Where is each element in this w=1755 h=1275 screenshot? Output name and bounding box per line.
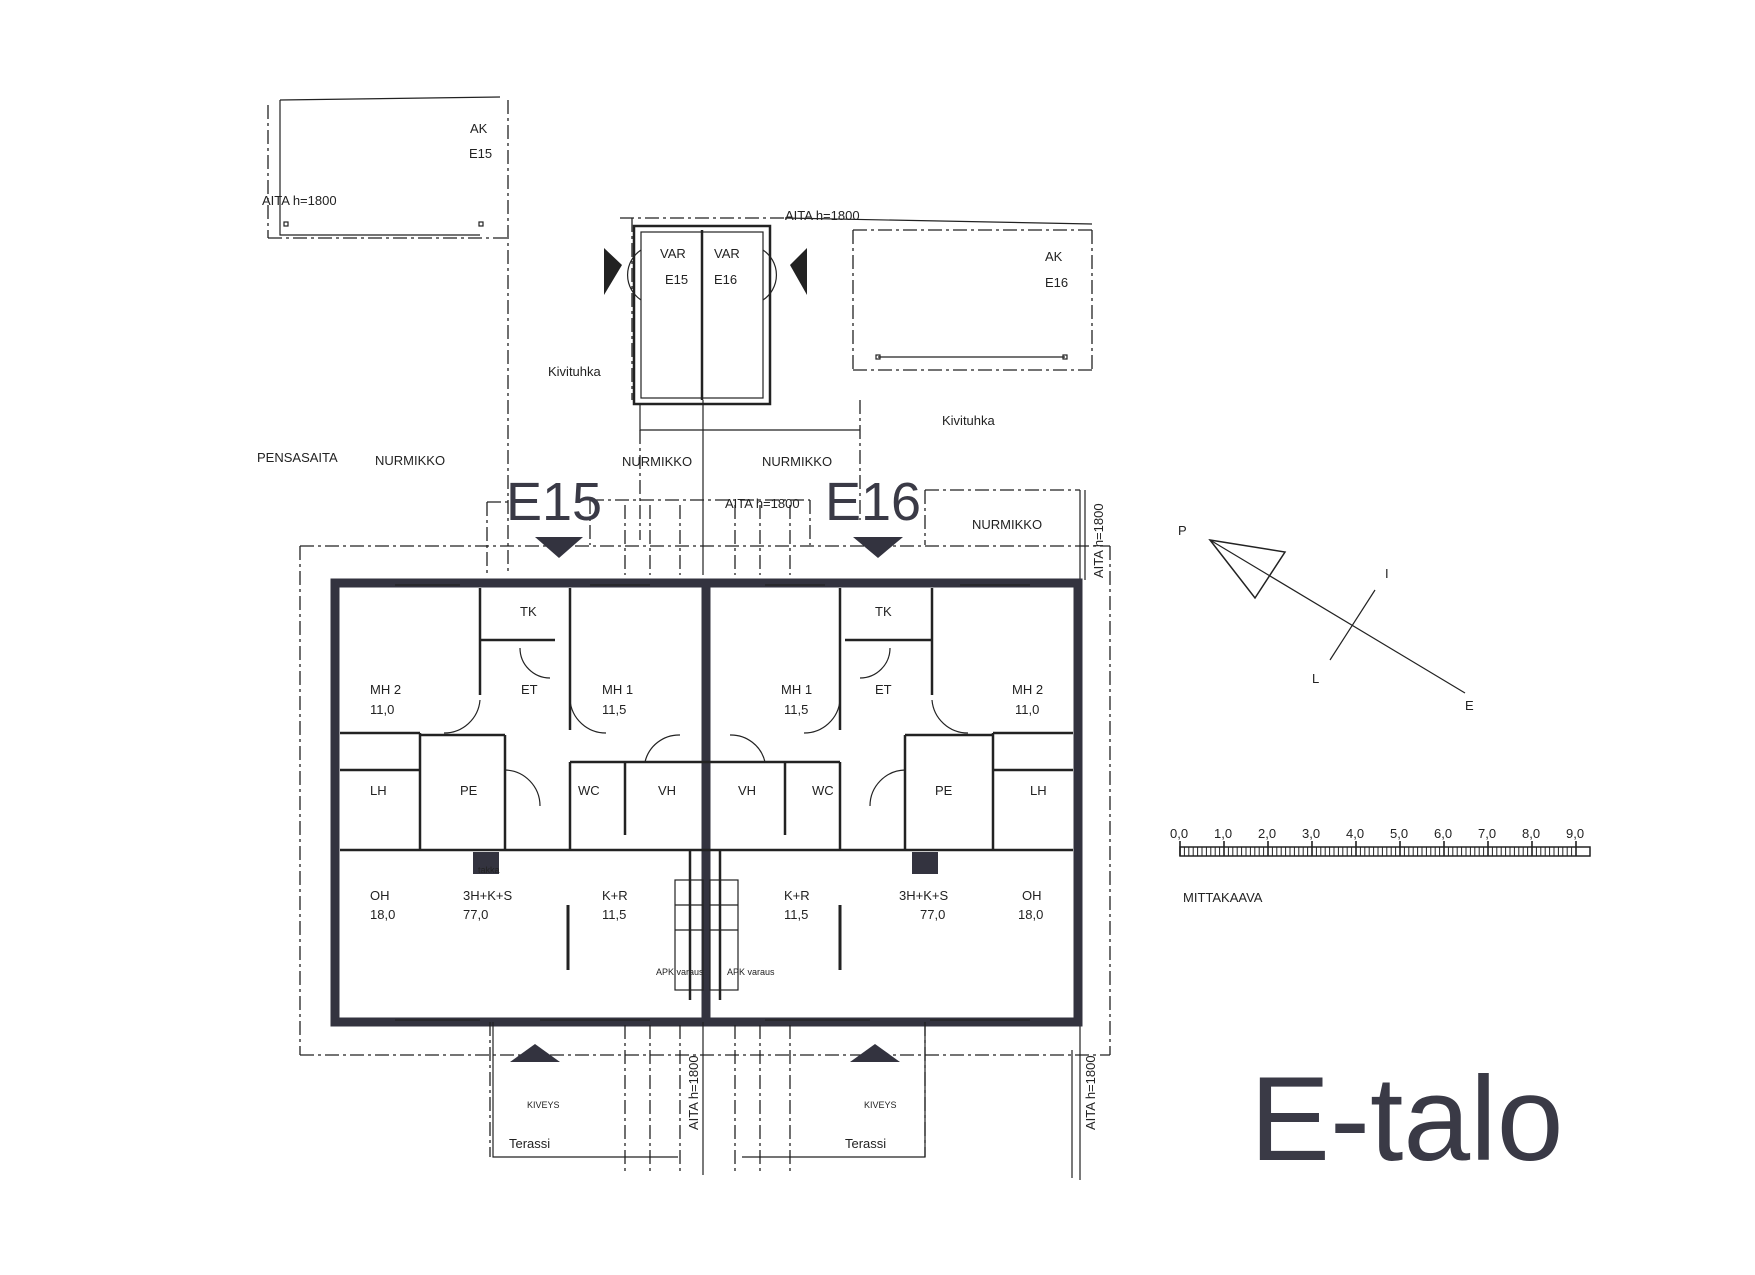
- mh1-area: 11,5: [602, 702, 626, 717]
- compass: P I L E: [1178, 523, 1474, 713]
- terassi-label: Terassi: [845, 1136, 886, 1151]
- var-label: VAR: [660, 246, 686, 261]
- yard-ak-e16: [784, 217, 1093, 371]
- kitchen-fixtures: [566, 879, 842, 991]
- fence-label: AITA h=1800: [785, 208, 860, 223]
- storage-var: [604, 217, 861, 575]
- mh2-area: 11,0: [1015, 702, 1039, 717]
- compass-south: E: [1465, 698, 1474, 713]
- et-label: ET: [875, 682, 892, 697]
- fence-label-vertical: AITA h=1800: [686, 1055, 701, 1130]
- scale-tick-label: 5,0: [1390, 826, 1408, 841]
- apk-label: APK varaus: [727, 967, 775, 977]
- kiveys-label: KIVEYS: [864, 1100, 897, 1110]
- nurmikko-label: NURMIKKO: [375, 453, 445, 468]
- wc-label: WC: [812, 783, 834, 798]
- scale-tick-label: 6,0: [1434, 826, 1452, 841]
- mh1-label: MH 1: [602, 682, 633, 697]
- scale-tick-label: 9,0: [1566, 826, 1584, 841]
- pe-label: PE: [460, 783, 478, 798]
- ak-label: AK: [470, 121, 488, 136]
- fence-label-vertical: AITA h=1800: [1091, 503, 1106, 578]
- scale-tick-label: 1,0: [1214, 826, 1232, 841]
- yard-ak-e15: [267, 96, 509, 575]
- unit-e16-label: E16: [825, 472, 921, 532]
- unit-e15-label: E15: [506, 472, 602, 532]
- scale-caption: MITTAKAAVA: [1183, 890, 1263, 905]
- interior-walls-left: [340, 588, 706, 1000]
- fence-label-vertical: AITA h=1800: [1083, 1055, 1098, 1130]
- terassi-label: Terassi: [509, 1136, 550, 1151]
- kr-area: 11,5: [602, 907, 626, 922]
- scale-tick-label: 0,0: [1170, 826, 1188, 841]
- total-area: 77,0: [920, 907, 945, 922]
- apk-label: APK varaus: [656, 967, 704, 977]
- ak-e15-label: E15: [469, 146, 492, 161]
- scale-tick-label: 7,0: [1478, 826, 1496, 841]
- ak-label: AK: [1045, 249, 1063, 264]
- interior-walls-right: [706, 588, 1073, 1000]
- oh-label: OH: [370, 888, 390, 903]
- oh-area: 18,0: [370, 907, 395, 922]
- fireplace-icon: [912, 852, 938, 874]
- wc-label: WC: [578, 783, 600, 798]
- total-area: 77,0: [463, 907, 488, 922]
- mh2-label: MH 2: [1012, 682, 1043, 697]
- compass-west: L: [1312, 671, 1319, 686]
- compass-north: P: [1178, 523, 1187, 538]
- fence-label: AITA h=1800: [725, 496, 800, 511]
- scale-tick-label: 4,0: [1346, 826, 1364, 841]
- lh-label: LH: [1030, 783, 1047, 798]
- tk-label: TK: [875, 604, 892, 619]
- mh1-area: 11,5: [784, 702, 808, 717]
- scale-tick-label: 3,0: [1302, 826, 1320, 841]
- vh-label: VH: [658, 783, 676, 798]
- pe-label: PE: [935, 783, 953, 798]
- building-walls: [330, 578, 1083, 1027]
- vh-label: VH: [738, 783, 756, 798]
- mh1-label: MH 1: [781, 682, 812, 697]
- oh-area: 18,0: [1018, 907, 1043, 922]
- pensasaita-label: PENSASAITA: [257, 450, 338, 465]
- takka-label: takka: [478, 865, 500, 875]
- nurmikko-label: NURMIKKO: [762, 454, 832, 469]
- nurmikko-label: NURMIKKO: [622, 454, 692, 469]
- kivituhka-label: Kivituhka: [548, 364, 602, 379]
- scale-tick-label: 8,0: [1522, 826, 1540, 841]
- scale-bar: MITTAKAAVA 0,0 1,0 2,0 3,0 4,0 5,0 6,0 7,0 8,0 9,…: [1170, 826, 1591, 905]
- kr-area: 11,5: [784, 907, 808, 922]
- door-arcs: [443, 647, 969, 807]
- compass-east: I: [1385, 566, 1389, 581]
- oh-label: OH: [1022, 888, 1042, 903]
- kr-label: K+R: [784, 888, 810, 903]
- kr-label: K+R: [602, 888, 628, 903]
- et-label: ET: [521, 682, 538, 697]
- mh2-area: 11,0: [370, 702, 394, 717]
- drawing-title: E-talo: [1250, 1052, 1563, 1186]
- var-label: VAR: [714, 246, 740, 261]
- fireplace-icon: [473, 852, 499, 874]
- tk-label: TK: [520, 604, 537, 619]
- nurmikko-label: NURMIKKO: [972, 517, 1042, 532]
- terraces: [489, 1022, 1073, 1178]
- type-label: 3H+K+S: [463, 888, 512, 903]
- plan-labels: AK E15 AITA h=1800 AITA h=1800 AK E16 VA…: [257, 121, 1563, 1186]
- lh-label: LH: [370, 783, 387, 798]
- scale-tick-label: 2,0: [1258, 826, 1276, 841]
- var-e16-label: E16: [714, 272, 737, 287]
- type-label: 3H+K+S: [899, 888, 948, 903]
- kiveys-label: KIVEYS: [527, 1100, 560, 1110]
- mh2-label: MH 2: [370, 682, 401, 697]
- kivituhka-label: Kivituhka: [942, 413, 996, 428]
- fence-label: AITA h=1800: [262, 193, 337, 208]
- var-e15-label: E15: [665, 272, 688, 287]
- ak-e16-label: E16: [1045, 275, 1068, 290]
